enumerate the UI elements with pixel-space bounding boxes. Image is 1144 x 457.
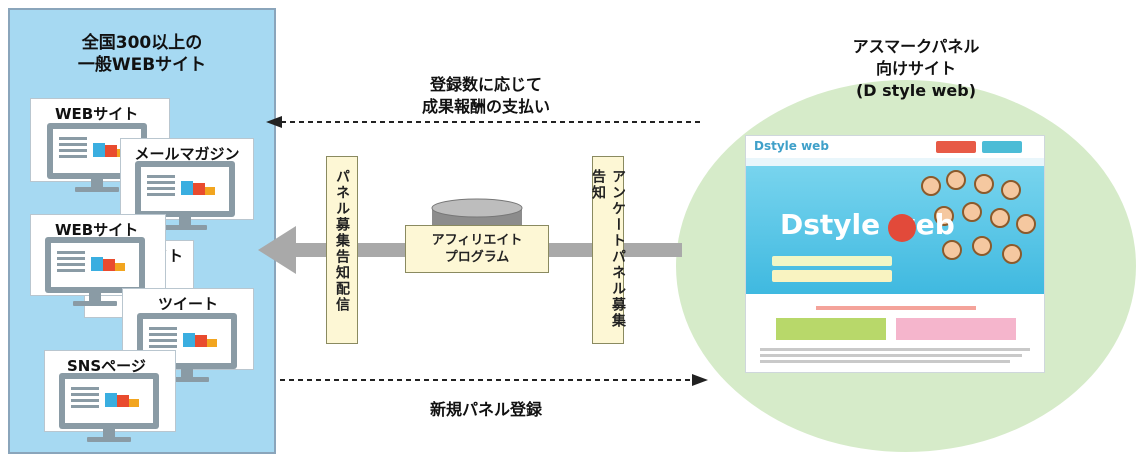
websites-title-line2: 一般WEBサイト: [77, 55, 207, 75]
affiliate-line1: アフィリエイト: [431, 233, 523, 248]
person-icon: [1001, 180, 1021, 200]
person-icon: [1002, 244, 1022, 264]
notification-arrowhead-icon: [258, 226, 296, 274]
screenshot-header: Dstyle web: [746, 136, 1044, 159]
panel-site-title: アスマークパネル 向けサイト (D style web): [766, 36, 1066, 102]
payment-label-line1: 登録数に応じて: [429, 75, 542, 94]
screenshot-logo: Dstyle web: [754, 139, 829, 153]
screenshot-stat-bar: [772, 256, 892, 266]
person-icon: [942, 240, 962, 260]
panel-site-title-line1: アスマークパネル: [852, 37, 980, 56]
screenshot-free-badge: [888, 214, 916, 242]
person-icon: [972, 236, 992, 256]
panel-recruit-notice-box: パネル募集告知配信: [326, 156, 358, 344]
person-icon: [974, 174, 994, 194]
sns-page-card-label: SNSページ: [67, 357, 146, 375]
panel-site-title-line2: 向けサイト: [875, 59, 956, 78]
screenshot-notice-line: [816, 306, 976, 310]
affiliate-program-box: アフィリエイト プログラム: [405, 225, 549, 273]
sns-page-card: SNSページ: [44, 350, 176, 442]
survey-panel-notice-box: アンケートパネル募集告知: [590, 156, 626, 344]
panel-recruit-notice-text: パネル募集告知配信: [334, 169, 350, 313]
mail-magazine-card: メールマガジン: [120, 138, 254, 230]
registration-label: 新規パネル登録: [429, 400, 542, 419]
screenshot-banner: [896, 318, 1016, 340]
screenshot-text-line: [760, 360, 1010, 363]
payment-label: 登録数に応じて 成果報酬の支払い: [376, 74, 596, 118]
tweet-card-label: ツイート: [157, 295, 218, 313]
registration-arrowhead-icon: [692, 374, 708, 386]
websites-panel-title: 全国300以上の 一般WEBサイト: [8, 32, 276, 76]
survey-panel-notice-text: アンケートパネル募集告知: [590, 169, 626, 329]
screenshot-register-button: [936, 141, 976, 153]
screenshot-brand: Dstyle web: [780, 208, 955, 241]
person-icon: [921, 176, 941, 196]
website-card-1-label: WEBサイト: [55, 105, 139, 123]
website-card-2: WEBサイト: [30, 214, 166, 306]
affiliate-line2: プログラム: [444, 250, 510, 265]
person-icon: [1016, 214, 1036, 234]
person-icon: [934, 206, 954, 226]
payment-label-line2: 成果報酬の支払い: [421, 97, 550, 116]
website-card-2-label: WEBサイト: [55, 221, 139, 239]
websites-title-line1: 全国300以上の: [81, 33, 203, 53]
mail-magazine-card-label: メールマガジン: [134, 145, 240, 163]
screenshot-login-button: [982, 141, 1022, 153]
person-icon: [946, 170, 966, 190]
person-icon: [962, 202, 982, 222]
panel-site-title-line3: (D style web): [855, 81, 977, 100]
screenshot-stat-bar: [772, 270, 892, 282]
screenshot-text-line: [760, 348, 1030, 351]
screenshot-nav: [746, 158, 1044, 166]
dstyle-web-screenshot: Dstyle web Dstyle web: [745, 135, 1045, 373]
screenshot-banner: [776, 318, 886, 340]
payment-arrowhead-icon: [266, 116, 282, 128]
person-icon: [990, 208, 1010, 228]
screenshot-text-line: [760, 354, 1022, 357]
